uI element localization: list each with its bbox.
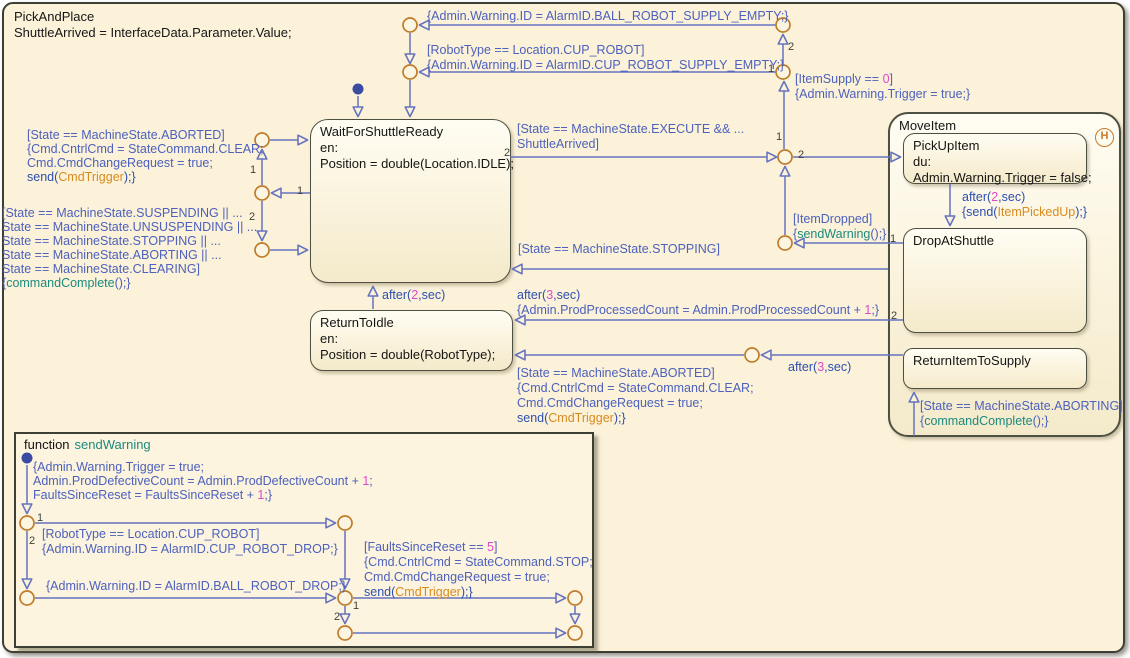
order-label: 2: [504, 147, 511, 159]
label-item-supply[interactable]: [ItemSupply == 0] {Admin.Warning.Trigger…: [795, 72, 971, 101]
state-action-line: Position = double(Location.IDLE);: [320, 156, 515, 171]
state-name-dropatshuttle: DropAtShuttle: [913, 233, 994, 248]
label-cup-supply[interactable]: [RobotType == Location.CUP_ROBOT] {Admin…: [427, 43, 785, 72]
state-name-pickupitem: PickUpItem: [913, 138, 980, 153]
state-dropatshuttle[interactable]: DropAtShuttle: [903, 228, 1087, 333]
state-name-returntoidle: ReturnToIdle: [320, 315, 394, 330]
order-label: 2: [29, 535, 36, 547]
chart-declaration: ShuttleArrived = InterfaceData.Parameter…: [14, 25, 292, 40]
order-label: 2: [891, 310, 898, 322]
function-box-sendwarning[interactable]: function sendWarning: [14, 432, 594, 648]
label-after3-supply[interactable]: after(3,sec): [788, 360, 852, 374]
chart-name: PickAndPlace: [14, 9, 95, 24]
state-name-returnitemtosupply: ReturnItemToSupply: [913, 353, 1031, 368]
label-aborted-returntoidle[interactable]: [State == MachineState.ABORTED] {Cmd.Cnt…: [517, 366, 754, 425]
state-waitforshuttleready[interactable]: WaitForShuttleReady en: Position = doubl…: [310, 119, 515, 283]
order-label: 1: [37, 512, 44, 524]
function-name: sendWarning: [74, 437, 151, 452]
order-label: 2: [334, 611, 341, 623]
label-after3-processed[interactable]: after(3,sec) {Admin.ProdProcessedCount =…: [517, 288, 880, 317]
chart-header[interactable]: PickAndPlace ShuttleArrived = InterfaceD…: [14, 9, 292, 41]
state-action-line: en:: [320, 140, 339, 155]
order-label: 1: [890, 233, 897, 245]
state-action-line: du:: [913, 154, 932, 169]
label-fn-faults[interactable]: [FaultsSinceReset == 5] {Cmd.CntrlCmd = …: [364, 540, 593, 599]
label-aborted-left[interactable]: [State == MachineState.ABORTED] {Cmd.Cnt…: [27, 128, 264, 184]
label-suspending[interactable]: [State == MachineState.SUSPENDING || ...…: [2, 206, 258, 290]
order-label: 1: [768, 63, 775, 75]
history-junction-icon[interactable]: H: [1095, 128, 1114, 147]
order-label: 1: [353, 600, 360, 612]
order-label: 2: [788, 41, 795, 53]
state-name-waitforshuttleready: WaitForShuttleReady: [320, 124, 444, 139]
label-stopping[interactable]: [State == MachineState.STOPPING]: [518, 242, 720, 256]
state-pickupitem[interactable]: PickUpItem du: Admin.Warning.Trigger = f…: [903, 133, 1092, 185]
label-item-dropped[interactable]: [ItemDropped] {sendWarning();}: [793, 212, 887, 241]
label-after2-returntoidle[interactable]: after(2,sec): [382, 288, 446, 302]
state-action-line: en:: [320, 331, 339, 346]
function-header: function sendWarning: [16, 434, 592, 452]
label-fn-default-action[interactable]: {Admin.Warning.Trigger = true; Admin.Pro…: [33, 460, 373, 502]
label-after2-pickup[interactable]: after(2,sec) {send(ItemPickedUp);}: [962, 190, 1088, 219]
order-label: 2: [798, 149, 805, 161]
state-returnitemtosupply[interactable]: ReturnItemToSupply: [903, 348, 1087, 389]
state-returntoidle[interactable]: ReturnToIdle en: Position = double(Robot…: [310, 310, 513, 371]
order-label: 1: [250, 164, 257, 176]
label-ball-supply[interactable]: {Admin.Warning.ID = AlarmID.BALL_ROBOT_S…: [427, 9, 789, 23]
state-name-moveitem: MoveItem: [899, 118, 957, 133]
order-label: 1: [297, 185, 304, 197]
label-fn-cup[interactable]: [RobotType == Location.CUP_ROBOT] {Admin…: [42, 527, 338, 556]
label-fn-ball[interactable]: {Admin.Warning.ID = AlarmID.BALL_ROBOT_D…: [46, 579, 346, 593]
function-keyword: function: [24, 437, 70, 452]
state-action-line: Admin.Warning.Trigger = false;: [913, 170, 1092, 185]
order-label: 2: [249, 211, 256, 223]
state-action-line: Position = double(RobotType);: [320, 347, 496, 362]
label-aborting[interactable]: [State == MachineState.ABORTING] {comman…: [920, 399, 1123, 428]
order-label: 1: [776, 131, 783, 143]
label-execute[interactable]: [State == MachineState.EXECUTE && ... Sh…: [517, 122, 745, 151]
